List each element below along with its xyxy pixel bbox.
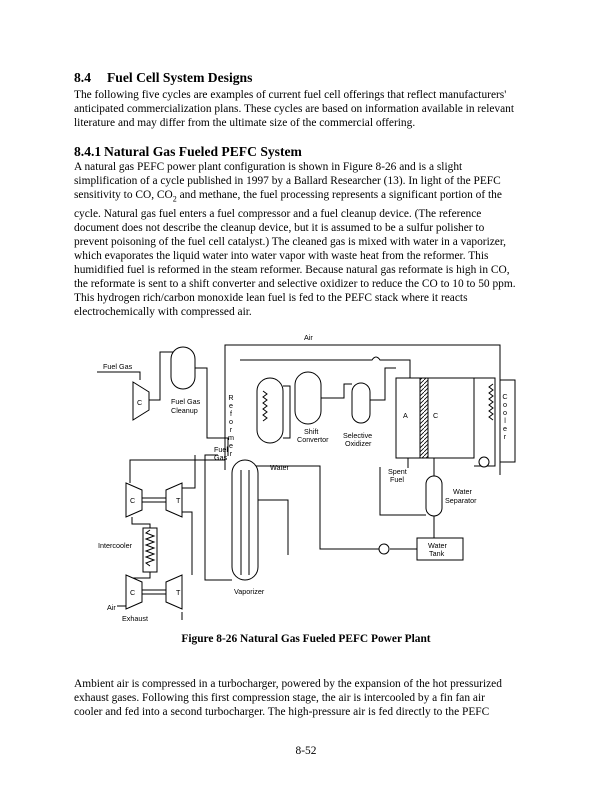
- body-line: simplification of a cycle published in 1…: [74, 175, 501, 188]
- spent-fuel-label-2: Fuel: [390, 475, 404, 484]
- body-line: A natural gas PEFC power plant configura…: [74, 161, 463, 173]
- turbocharger-1-compressor: [125, 482, 143, 518]
- subsection-title: Natural Gas Fueled PEFC System: [104, 144, 302, 159]
- vaporizer-label: Vaporizer: [234, 587, 265, 596]
- body-line: the reformate is sent to a shift convert…: [74, 278, 516, 291]
- pefc-stack-cathode: [427, 377, 475, 459]
- closing-line: Ambient air is compressed in a turbochar…: [74, 678, 502, 690]
- cleanup-label-1: Fuel Gas: [171, 397, 201, 406]
- reformer-label: Reformer: [227, 393, 236, 457]
- body-line: This hydrogen rich/carbon monoxide lean …: [74, 292, 468, 305]
- water-separator-label-2: Separator: [445, 496, 477, 505]
- section-heading: 8.4 Fuel Cell System Designs: [74, 70, 252, 86]
- turbo-2-c-label: C: [130, 588, 135, 597]
- cleanup-label-2: Cleanup: [171, 406, 198, 415]
- air-top-label: Air: [304, 333, 313, 342]
- page-number: 8-52: [295, 745, 317, 757]
- body-line: which evaporates the liquid water into w…: [74, 249, 489, 262]
- vaporizer: [231, 459, 259, 581]
- pefc-process-diagram: Fuel Gas C Fuel Gas Cleanup Fuel Gas Air…: [97, 333, 516, 623]
- water-separator-label-1: Water: [453, 487, 473, 496]
- fuel-gas-inlet-label: Fuel Gas: [103, 362, 133, 371]
- coolant-pump: [478, 456, 490, 468]
- section-number: 8.4: [74, 70, 91, 85]
- body-line-part: and methane, the fuel processing represe…: [176, 189, 502, 202]
- turbocharger-1-turbine: [165, 482, 183, 518]
- intro-line: The following five cycles are examples o…: [74, 89, 507, 101]
- figure-caption: Figure 8-26 Natural Gas Fueled PEFC Powe…: [181, 633, 431, 645]
- body-line: sensitivity to CO, CO2 and methane, the …: [74, 188, 544, 206]
- shift-converter: [294, 371, 322, 425]
- shift-label-1: Shift: [304, 427, 318, 436]
- section-title: Fuel Cell System Designs: [107, 70, 253, 85]
- selective-label-1: Selective: [343, 431, 372, 440]
- water-tank-label-2: Tank: [429, 549, 445, 558]
- intercooler-label: Intercooler: [98, 541, 133, 550]
- pefc-membrane: [419, 377, 429, 459]
- water-separator: [425, 475, 443, 517]
- closing-paragraph: Ambient air is compressed in a turbochar…: [74, 677, 544, 719]
- steam-reformer: [256, 377, 284, 444]
- intro-paragraph: The following five cycles are examples o…: [74, 88, 544, 130]
- body-line: electrochemically with compressed air.: [74, 306, 252, 319]
- turbocharger-2-compressor: [125, 574, 143, 610]
- turbo-1-t-label: T: [176, 496, 181, 505]
- body-line-part: sensitivity to CO, CO: [74, 189, 173, 202]
- anode-label: A: [403, 411, 408, 420]
- closing-line: cooler and fed into a second turbocharge…: [74, 706, 490, 719]
- air-inlet-label: Air: [107, 603, 116, 612]
- subsection-number: 8.4.1: [74, 144, 102, 159]
- body-line: humidified fuel is reformed in the steam…: [74, 263, 510, 276]
- cooler-label: Cooler: [501, 392, 510, 440]
- pefc-stack-anode: [395, 377, 421, 459]
- fuel-compressor-label: C: [137, 398, 142, 407]
- body-paragraph: A natural gas PEFC power plant configura…: [74, 160, 544, 319]
- water-tank-label-1: Water: [428, 541, 448, 550]
- shift-label-2: Convertor: [297, 435, 329, 444]
- cathode-label: C: [433, 411, 438, 420]
- spent-fuel-label-1: Spent: [388, 467, 407, 476]
- exhaust-label: Exhaust: [122, 614, 148, 623]
- body-line: document does not describe the cleanup d…: [74, 221, 485, 234]
- fuel-gas-cleanup-vessel: [170, 346, 196, 390]
- water-pump: [378, 543, 390, 555]
- selective-label-2: Oxidizer: [345, 439, 372, 448]
- water-label: Water: [270, 463, 290, 472]
- turbo-2-t-label: T: [176, 588, 181, 597]
- intro-line: anticipated commercialization plans. The…: [74, 103, 515, 116]
- body-line: cycle. Natural gas fuel enters a fuel co…: [74, 207, 482, 220]
- selective-oxidizer: [351, 382, 371, 424]
- subscript-2: 2: [172, 194, 177, 204]
- turbo-1-c-label: C: [130, 496, 135, 505]
- turbocharger-2-turbine: [165, 574, 183, 610]
- intro-line: literature and may differ from the ultim…: [74, 117, 416, 130]
- cooler-coil: [488, 383, 494, 421]
- fuel-compressor: [132, 381, 150, 421]
- closing-line: exhaust gases. Following this first comp…: [74, 692, 485, 705]
- fuel-gas-mid-label-1: Fuel: [214, 445, 228, 454]
- body-line: prevent poisoning of the fuel cell catal…: [74, 235, 507, 248]
- fuel-gas-mid-label-2: Gas: [214, 453, 228, 462]
